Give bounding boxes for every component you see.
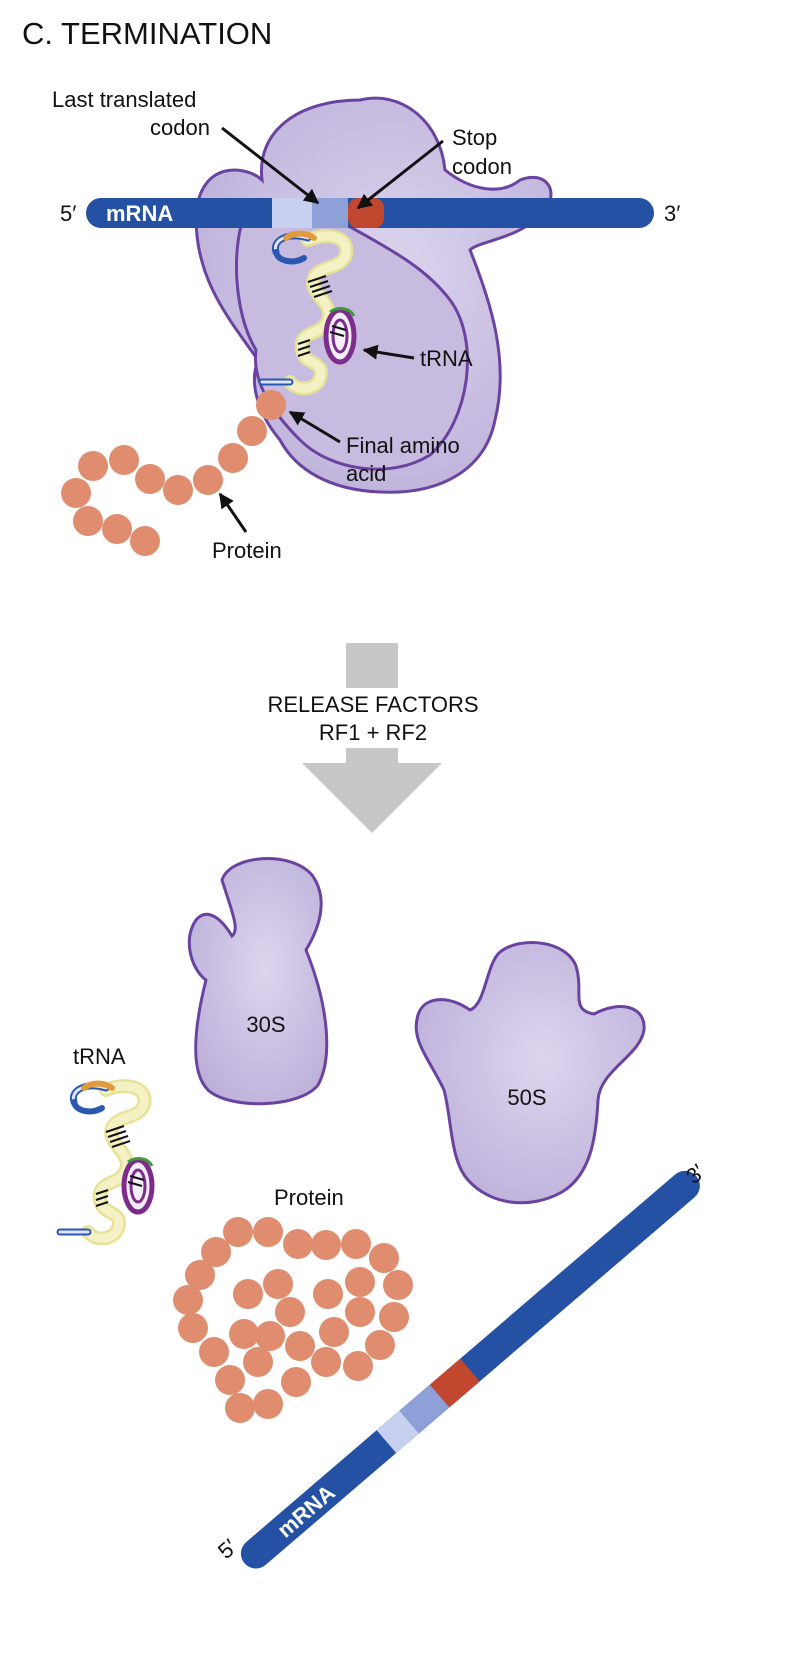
amino-acid (243, 1347, 273, 1377)
label-30s: 30S (246, 1012, 285, 1037)
stop-codon-arrow (356, 139, 444, 210)
stop-codon-bottom (429, 1358, 480, 1408)
label-50s: 50S (507, 1085, 546, 1110)
amino-acid (313, 1279, 343, 1309)
mrna-top: mRNA (86, 198, 654, 228)
amino-acid (263, 1269, 293, 1299)
amino-acid (343, 1351, 373, 1381)
free-protein (173, 1217, 413, 1423)
amino-acid (223, 1217, 253, 1247)
final-aa-label-2: acid (346, 461, 386, 486)
stop-codon-label-2: codon (452, 154, 512, 179)
amino-acid (311, 1347, 341, 1377)
protein-label-bottom: Protein (274, 1185, 344, 1210)
subunit-50s-shape (414, 941, 646, 1205)
amino-acid (341, 1229, 371, 1259)
amino-acid (178, 1313, 208, 1343)
amino-acid (78, 451, 108, 481)
amino-acid (345, 1267, 375, 1297)
trna-arrow (362, 344, 415, 360)
amino-acid (253, 1389, 283, 1419)
amino-acid (229, 1319, 259, 1349)
amino-acid (283, 1229, 313, 1259)
amino-acid (369, 1243, 399, 1273)
last-codon-label-1: Last translated (52, 87, 196, 112)
title: C. TERMINATION (22, 16, 272, 51)
amino-acid (109, 445, 139, 475)
five-prime-top: 5′ (60, 201, 76, 226)
amino-acid (201, 1237, 231, 1267)
final-aa-label-1: Final amino (346, 433, 460, 458)
amino-acid (215, 1365, 245, 1395)
protein-label-top: Protein (212, 538, 282, 563)
amino-acid (233, 1279, 263, 1309)
amino-acid (285, 1331, 315, 1361)
amino-acid (237, 416, 267, 446)
mrna-strand-bottom (240, 1170, 700, 1569)
protein-arrow (218, 492, 248, 533)
amino-acid (73, 506, 103, 536)
trna-label-top: tRNA (420, 346, 473, 371)
amino-acid (319, 1317, 349, 1347)
amino-acid (365, 1330, 395, 1360)
amino-acid (173, 1285, 203, 1315)
amino-acid (102, 514, 132, 544)
subunit-50s: 50S (414, 941, 646, 1205)
last-codon-arrow (221, 126, 320, 205)
amino-acid (199, 1337, 229, 1367)
release-factors-label: RELEASE FACTORS (267, 692, 478, 717)
three-prime-top: 3′ (664, 201, 680, 226)
subunit-30s-shape (187, 857, 329, 1106)
last-codon-label-2: codon (150, 115, 210, 140)
free-trna (60, 1084, 152, 1239)
protein-chain-top (61, 390, 286, 556)
amino-acid (193, 465, 223, 495)
last-translated-codon-bottom (399, 1384, 450, 1434)
amino-acid (255, 1321, 285, 1351)
amino-acid (383, 1270, 413, 1300)
ribosome-70s (194, 96, 553, 494)
stop-codon-label-1: Stop (452, 125, 497, 150)
five-prime-bottom: 5′ (213, 1534, 242, 1564)
amino-acid (345, 1297, 375, 1327)
final-amino-acid (256, 390, 286, 420)
amino-acid (130, 526, 160, 556)
amino-acid (275, 1297, 305, 1327)
amino-acid (281, 1367, 311, 1397)
amino-acid (379, 1302, 409, 1332)
amino-acid (253, 1217, 283, 1247)
amino-acid (311, 1230, 341, 1260)
mrna-bottom: mRNA (240, 1170, 700, 1569)
codon-exit-bottom (376, 1410, 420, 1453)
subunit-30s: 30S (187, 857, 329, 1106)
amino-acid (225, 1393, 255, 1423)
final-aa-arrow (288, 410, 341, 444)
process-label-background (254, 688, 492, 748)
mrna-label-top: mRNA (106, 201, 173, 226)
trna-label-bottom: tRNA (73, 1044, 126, 1069)
amino-acid (218, 443, 248, 473)
amino-acid (163, 475, 193, 505)
amino-acid (135, 464, 165, 494)
amino-acid (61, 478, 91, 508)
amino-acid (185, 1260, 215, 1290)
codon-exit (272, 198, 312, 228)
rf-label: RF1 + RF2 (319, 720, 427, 745)
